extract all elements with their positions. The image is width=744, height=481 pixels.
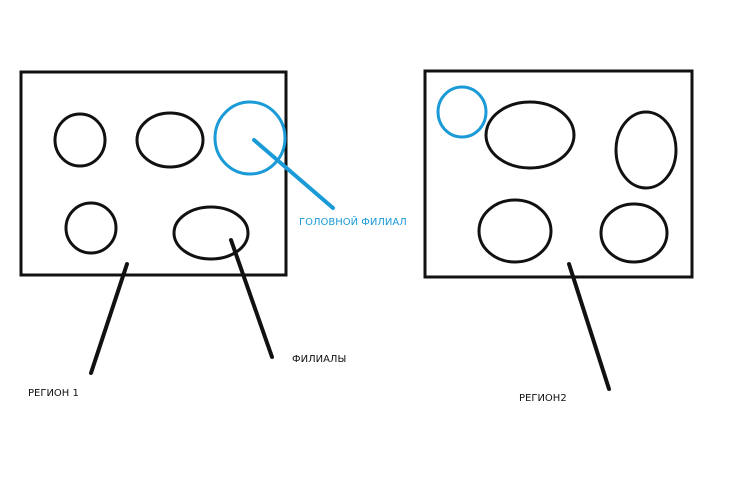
head-branch-circle-region2 <box>436 85 488 139</box>
region-1-box <box>19 70 288 277</box>
region-2-pointer-line <box>567 262 611 391</box>
region-2-group <box>423 69 694 279</box>
branch-oval <box>484 100 576 170</box>
branch-oval <box>599 202 669 264</box>
region-1-group <box>19 70 288 277</box>
region-1-label: РЕГИОН 1 <box>28 388 79 399</box>
region-2-box <box>423 69 694 279</box>
branches-pointer-line <box>229 238 274 359</box>
head-branch-circle <box>213 100 287 176</box>
branches-label: ФИЛИАЛЫ <box>292 354 346 365</box>
region-2-label: РЕГИОН2 <box>519 393 567 404</box>
branch-oval <box>53 112 107 168</box>
branch-oval <box>172 205 250 261</box>
branch-oval <box>477 198 553 264</box>
branch-oval <box>135 111 205 169</box>
branch-oval <box>614 110 678 190</box>
head-branch-label: ГОЛОВНОЙ ФИЛИАЛ <box>299 215 407 228</box>
region-1-pointer-line <box>89 262 129 375</box>
branch-oval <box>64 201 118 255</box>
head-branch-pointer-line <box>252 138 335 210</box>
